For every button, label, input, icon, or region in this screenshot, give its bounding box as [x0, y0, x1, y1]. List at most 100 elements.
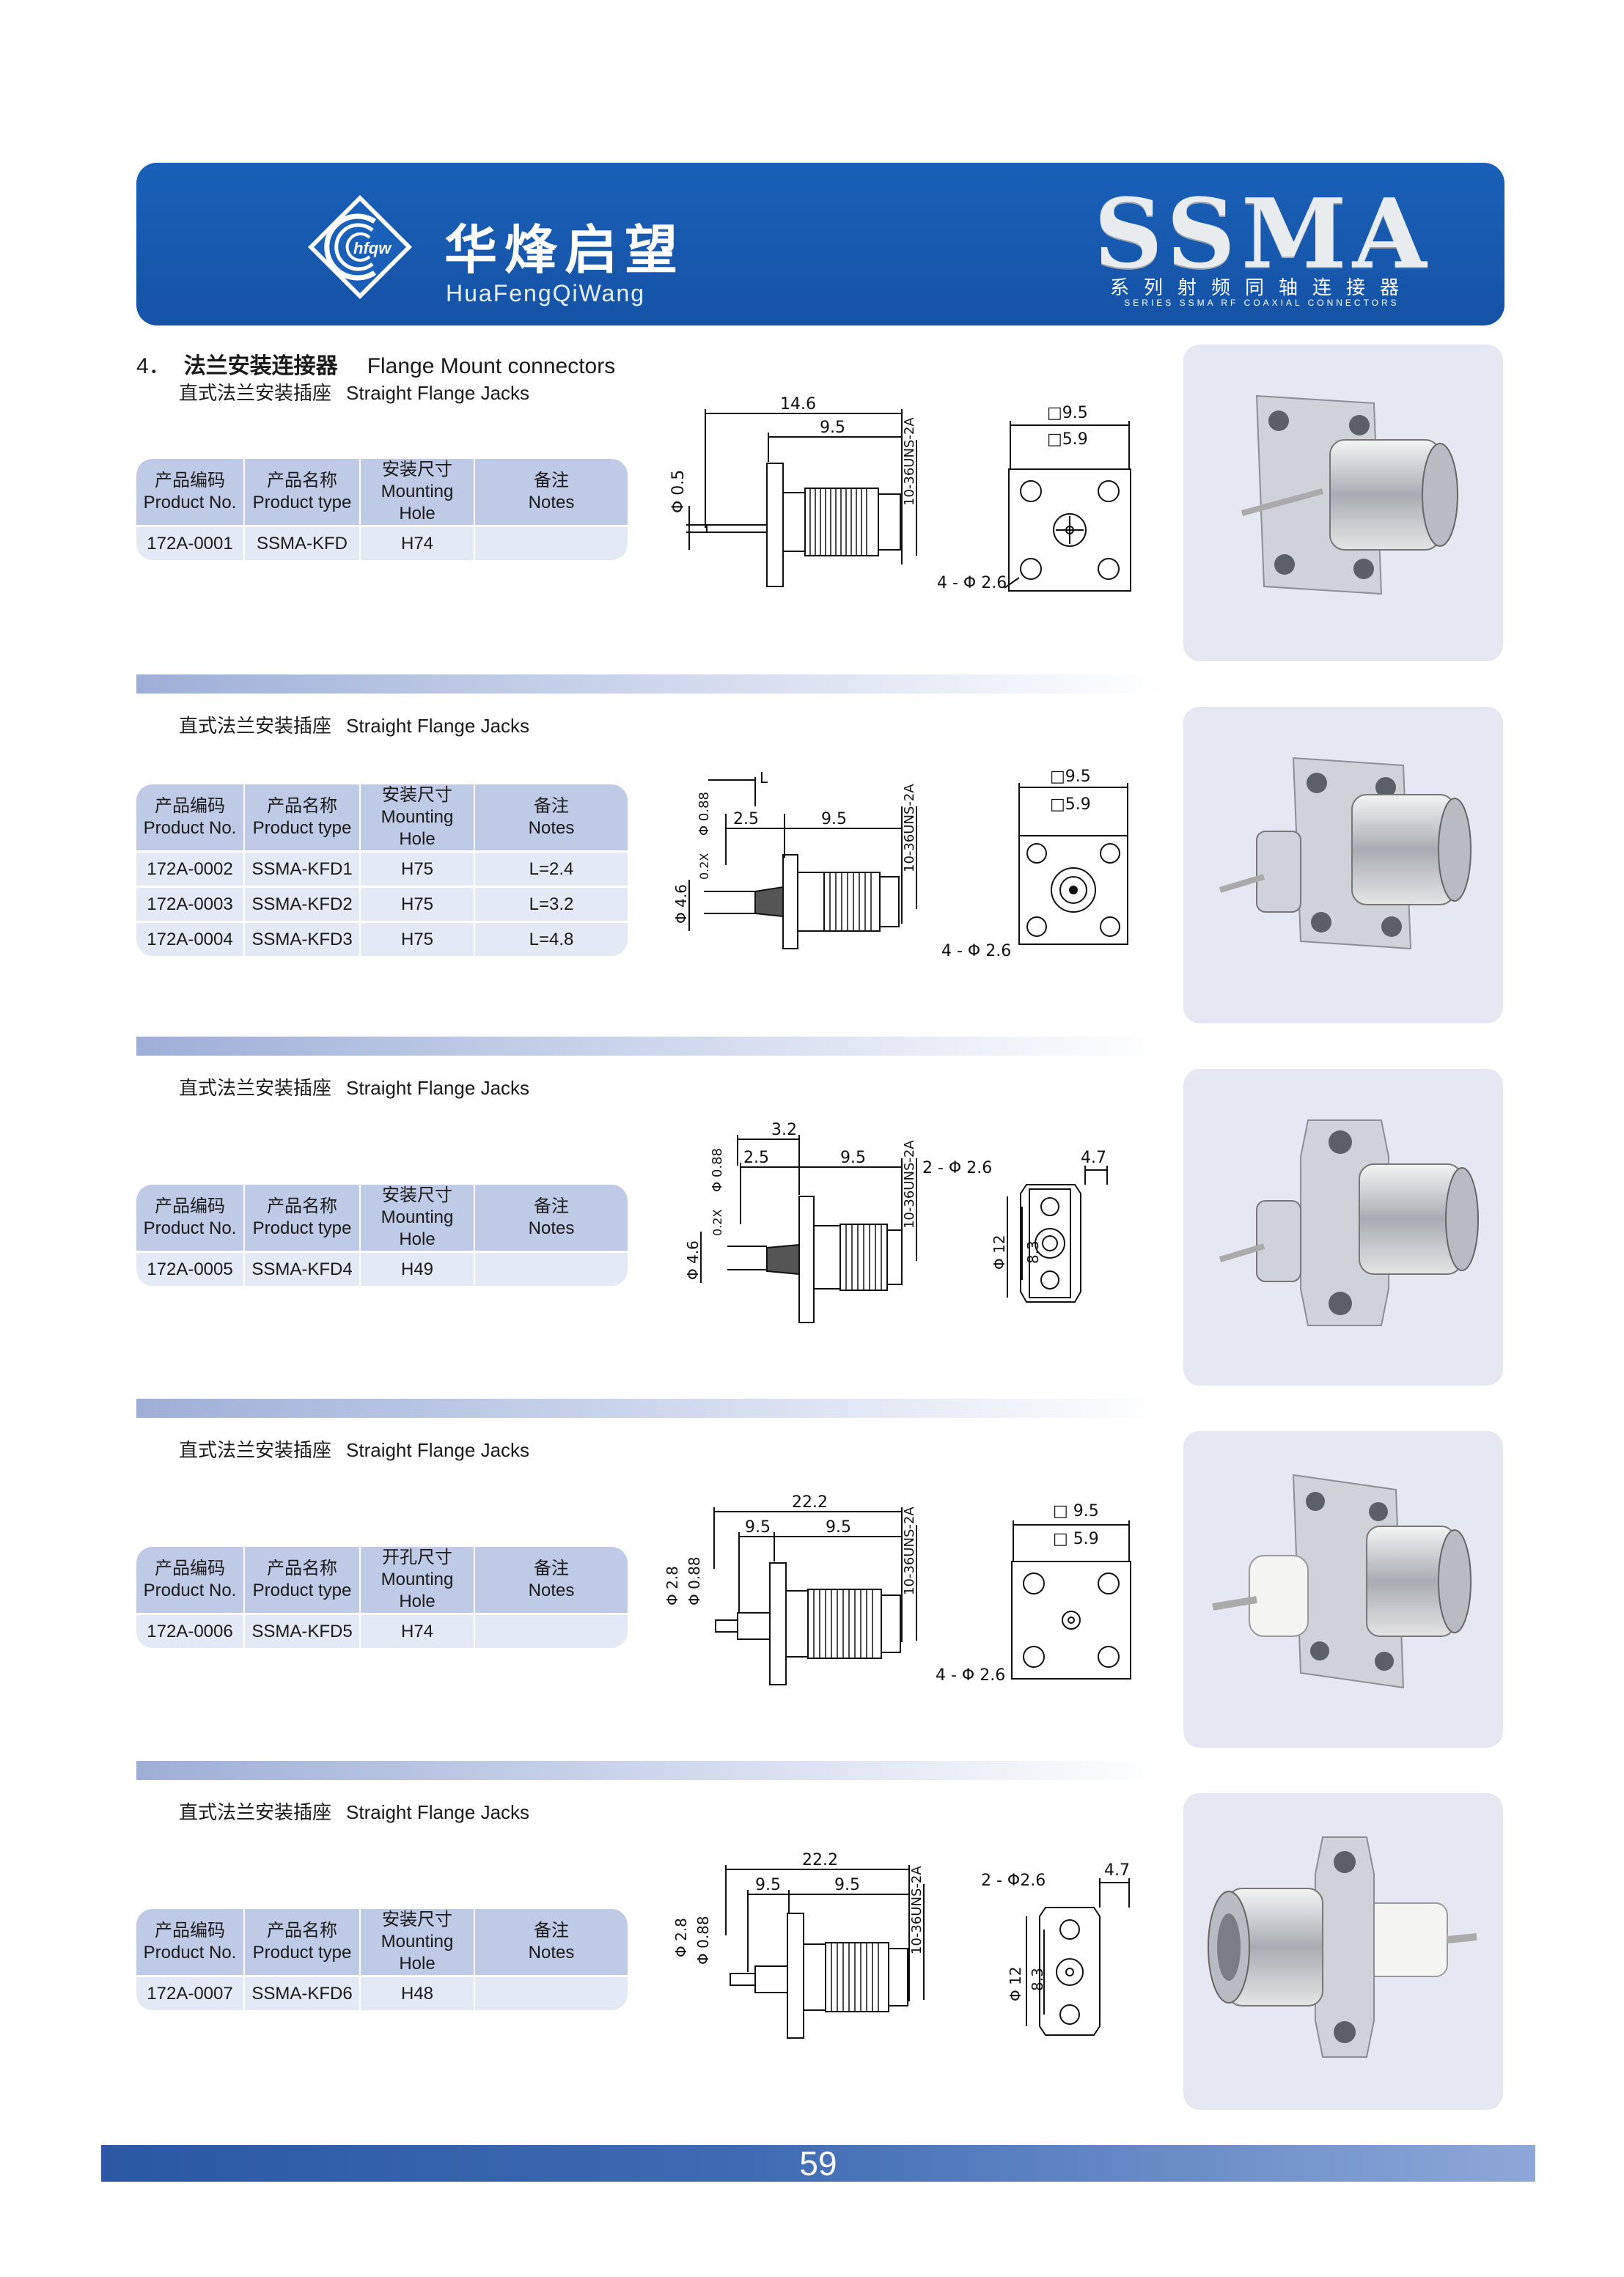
- brand-en: HuaFengQiWang: [446, 280, 646, 306]
- series-cn: 系列射频同轴连接器: [1109, 276, 1414, 298]
- series-title: SSMA: [1094, 177, 1433, 290]
- separator-bar: [136, 1761, 1163, 1780]
- cell-mounting-hole: H74: [361, 525, 475, 560]
- cell-mounting-hole: H75: [361, 850, 475, 886]
- subtitle-en: Straight Flange Jacks: [346, 1077, 530, 1099]
- product-photo-4: [1183, 1431, 1503, 1748]
- product-photo-2: [1183, 707, 1503, 1023]
- dim-label: 9.5: [820, 419, 845, 437]
- dim-label: Φ 4.6: [684, 1240, 702, 1280]
- cell-product-type: SSMA-KFD2: [245, 886, 361, 921]
- subtitle-cn: 直式法兰安装插座: [179, 1077, 332, 1099]
- dim-label: □9.5: [1047, 404, 1088, 422]
- dim-label: Φ 0.88: [710, 1148, 725, 1192]
- brand-cn: 华烽启望: [444, 219, 686, 281]
- dim-label: □5.9: [1047, 430, 1088, 449]
- cell-notes: [475, 525, 628, 560]
- dim-label: L: [760, 769, 768, 787]
- subtitle-cn: 直式法兰安装插座: [179, 1439, 332, 1461]
- cell-product-no: 172A-0005: [136, 1251, 245, 1286]
- dim-label: 0.2X: [697, 853, 711, 880]
- drawing-2: L 2.5 9.5 Φ 0.88 0.2X Φ 4.6 10-36UNS-2A …: [660, 762, 1173, 968]
- subtitle-en: Straight Flange Jacks: [346, 382, 530, 404]
- cell-product-type: SSMA-KFD4: [245, 1251, 361, 1286]
- subtitle-en: Straight Flange Jacks: [346, 1801, 530, 1823]
- cell-product-no: 172A-0004: [136, 921, 245, 956]
- product-photo-3: [1183, 1069, 1503, 1386]
- section-title-cn: 法兰安装连接器: [183, 354, 338, 378]
- dim-label: □9.5: [1050, 768, 1091, 786]
- dim-label: 0.2X: [710, 1210, 724, 1236]
- cell-product-type: SSMA-KFD6: [245, 1975, 361, 2010]
- subtitle-cn: 直式法兰安装插座: [179, 715, 332, 737]
- cell-mounting-hole: H49: [361, 1251, 475, 1286]
- logo-text: hfqw: [353, 239, 392, 257]
- table-row: 172A-0006 SSMA-KFD5 H74: [136, 1613, 628, 1648]
- footer-bar: 59: [101, 2145, 1535, 2182]
- subtitle-en: Straight Flange Jacks: [346, 1439, 530, 1461]
- dim-label: 4 - Φ 2.6: [941, 942, 1011, 960]
- table-row: 172A-0001 SSMA-KFD H74: [136, 525, 628, 560]
- cell-product-no: 172A-0002: [136, 850, 245, 886]
- dim-label: 9.5: [826, 1518, 851, 1537]
- dim-label: Φ 0.88: [694, 1916, 712, 1965]
- cell-product-no: 172A-0003: [136, 886, 245, 921]
- dim-label: 10-36UNS-2A: [902, 1140, 917, 1229]
- dim-label: Φ 4.6: [672, 884, 690, 924]
- separator-bar: [136, 1399, 1163, 1418]
- cell-notes: L=4.8: [475, 921, 628, 956]
- dim-label: 9.5: [821, 810, 847, 828]
- dim-label: 3.2: [771, 1121, 797, 1139]
- drawing-5: 22.2 9.5 9.5 Φ 2.8 Φ 0.88 10-36UNS-2A 2 …: [660, 1840, 1173, 2060]
- dim-label: Φ 0.5: [669, 470, 688, 513]
- product-photo-5: [1183, 1793, 1503, 2110]
- dim-label: 9.5: [834, 1876, 860, 1894]
- block-5-subtitle: 直式法兰安装插座 Straight Flange Jacks: [179, 1798, 529, 1825]
- dim-label: 10-36UNS-2A: [902, 784, 917, 872]
- dim-label: 10-36UNS-2A: [902, 1507, 917, 1595]
- table-row: 172A-0004 SSMA-KFD3 H75 L=4.8: [136, 921, 628, 956]
- drawing-4: 22.2 9.5 9.5 Φ 2.8 Φ 0.88 10-36UNS-2A □ …: [660, 1481, 1173, 1701]
- dim-label: 2.5: [733, 810, 759, 828]
- dim-label: 4 - Φ 2.6: [937, 574, 1007, 592]
- cell-mounting-hole: H48: [361, 1975, 475, 2010]
- dim-label: 8.3: [1024, 1240, 1042, 1264]
- dim-label: Φ 0.88: [686, 1556, 703, 1605]
- cell-product-no: 172A-0006: [136, 1613, 245, 1648]
- dim-label: Φ 2.8: [672, 1918, 690, 1957]
- separator-bar: [136, 674, 1163, 694]
- drawing-1: 14.6 9.5 Φ 0.5 10-36UNS-2A □9.5 □5.9 4 -…: [660, 395, 1173, 616]
- separator-bar: [136, 1037, 1163, 1056]
- section-number: 4．: [136, 354, 171, 378]
- cell-mounting-hole: H74: [361, 1613, 475, 1648]
- cell-mounting-hole: H75: [361, 886, 475, 921]
- subtitle-cn: 直式法兰安装插座: [179, 1801, 332, 1823]
- cell-product-type: SSMA-KFD1: [245, 850, 361, 886]
- cell-product-type: SSMA-KFD3: [245, 921, 361, 956]
- table-row: 172A-0005 SSMA-KFD4 H49: [136, 1251, 628, 1286]
